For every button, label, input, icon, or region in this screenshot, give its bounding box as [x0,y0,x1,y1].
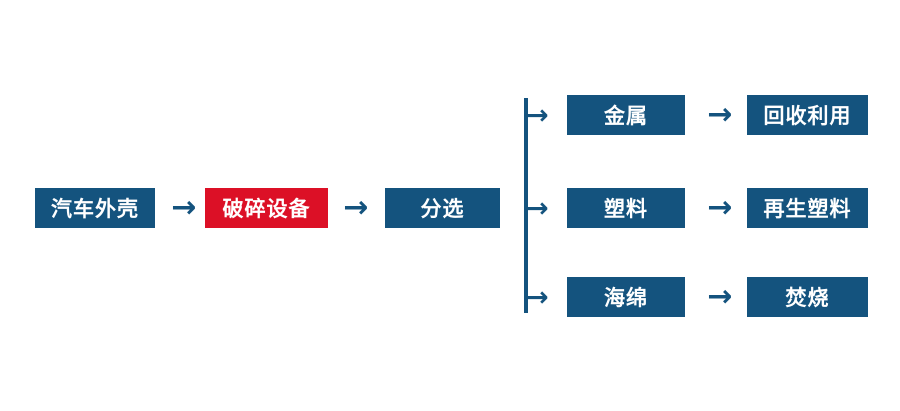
node-plastic: 塑料 [567,188,685,228]
right-arrow-icon: → [707,190,733,225]
node-crushing-equipment: 破碎设备 [205,188,328,228]
branch-right-arrow-icon: → [526,192,549,224]
node-sorting: 分选 [385,188,500,228]
node-recycled-plastic: 再生塑料 [747,188,868,228]
branch-right-arrow-icon: → [526,281,549,313]
node-recycling: 回收利用 [747,95,868,135]
node-metal: 金属 [567,95,685,135]
node-sponge: 海绵 [567,277,685,317]
right-arrow-icon: → [707,279,733,314]
right-arrow-icon: → [707,97,733,132]
node-incineration: 焚烧 [747,277,868,317]
node-car-shell: 汽车外壳 [35,188,155,228]
branch-connector-line [524,98,528,313]
right-arrow-icon: → [343,190,369,225]
right-arrow-icon: → [171,190,197,225]
branch-right-arrow-icon: → [526,99,549,131]
